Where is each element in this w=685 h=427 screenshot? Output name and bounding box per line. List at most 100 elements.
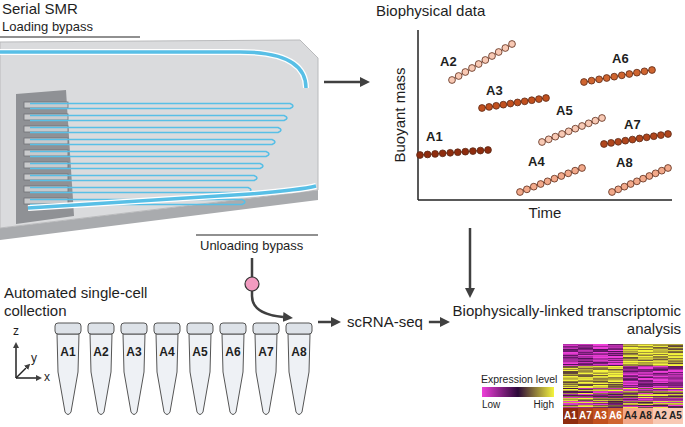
heatmap-cell bbox=[563, 384, 578, 385]
panel-title: Biophysical data bbox=[376, 2, 685, 20]
heatmap-cell bbox=[638, 384, 653, 385]
heatmap-cell bbox=[623, 401, 638, 402]
heatmap-cell bbox=[638, 399, 653, 400]
trace-label: A5 bbox=[556, 104, 573, 119]
heatmap-cell bbox=[608, 402, 623, 403]
heatmap-cell bbox=[608, 357, 623, 358]
mass-point bbox=[665, 165, 672, 172]
heatmap-cell bbox=[563, 385, 578, 386]
heatmap-cell bbox=[593, 407, 608, 408]
heatmap-cell bbox=[593, 361, 608, 362]
mass-point bbox=[486, 103, 493, 110]
heatmap-cell bbox=[593, 390, 608, 391]
heatmap-cell bbox=[653, 399, 668, 400]
heatmap-cell bbox=[623, 386, 638, 387]
mass-point bbox=[640, 175, 647, 182]
mass-point bbox=[633, 69, 640, 76]
sample-color-cell bbox=[593, 408, 608, 424]
heatmap-cell bbox=[563, 382, 578, 383]
heatmap-cell bbox=[668, 397, 683, 398]
resonator-channel bbox=[30, 116, 287, 121]
heatmap-cell bbox=[623, 387, 638, 388]
heatmap-cell bbox=[653, 372, 668, 373]
heatmap-cell bbox=[638, 386, 653, 387]
heatmap-cell bbox=[593, 345, 608, 346]
heatmap-cell bbox=[623, 344, 638, 345]
mass-point bbox=[521, 98, 528, 105]
heatmap-cell bbox=[638, 382, 653, 383]
heatmap-cell bbox=[653, 350, 668, 351]
heatmap-cell bbox=[578, 395, 593, 396]
heatmap-cell bbox=[578, 366, 593, 367]
heatmap-cell bbox=[638, 407, 653, 408]
heatmap-cell bbox=[593, 356, 608, 357]
axis-label: x bbox=[44, 371, 50, 385]
flow-arrow bbox=[324, 81, 360, 84]
heatmap-cell bbox=[653, 345, 668, 346]
mass-point bbox=[579, 123, 586, 130]
mass-point bbox=[581, 79, 588, 86]
mass-point bbox=[579, 165, 586, 172]
heatmap-cell bbox=[623, 397, 638, 398]
heatmap-cell bbox=[638, 370, 653, 371]
heatmap-cell bbox=[593, 348, 608, 349]
heatmap-cell bbox=[578, 354, 593, 355]
heatmap-cell bbox=[578, 349, 593, 350]
heatmap-cell bbox=[638, 362, 653, 363]
heatmap-cell bbox=[653, 396, 668, 397]
heatmap-cell bbox=[653, 384, 668, 385]
collection-tube bbox=[55, 323, 81, 415]
heatmap-cell bbox=[608, 385, 623, 386]
heatmap-cell bbox=[608, 350, 623, 351]
tube-body bbox=[90, 334, 112, 415]
heatmap-cell bbox=[653, 355, 668, 356]
heatmap-cell bbox=[623, 404, 638, 405]
heatmap-cell bbox=[578, 387, 593, 388]
heatmap-cell bbox=[623, 389, 638, 390]
heatmap-cell bbox=[593, 379, 608, 380]
step-label: scRNA-seq bbox=[347, 313, 423, 331]
heatmap-cell bbox=[623, 406, 638, 407]
heatmap-cell bbox=[593, 400, 608, 401]
heatmap-cell bbox=[578, 405, 593, 406]
heatmap-cell bbox=[563, 345, 578, 346]
mass-point bbox=[544, 178, 551, 185]
mass-point bbox=[462, 148, 469, 155]
heatmap-cell bbox=[653, 374, 668, 375]
heatmap-cell bbox=[638, 369, 653, 370]
heatmap-cell bbox=[653, 368, 668, 369]
heatmap-cell bbox=[623, 362, 638, 363]
heatmap-cell bbox=[668, 368, 683, 369]
heatmap-cell bbox=[623, 367, 638, 368]
heatmap-cell bbox=[608, 379, 623, 380]
heatmap-cell bbox=[578, 361, 593, 362]
resonator-channel bbox=[30, 104, 293, 109]
heatmap-cell bbox=[638, 364, 653, 365]
heatmap-cell bbox=[608, 392, 623, 393]
mass-trace bbox=[609, 165, 672, 196]
heatmap-cell bbox=[638, 371, 653, 372]
heatmap-cell bbox=[638, 347, 653, 348]
heatmap-cell bbox=[593, 374, 608, 375]
heatmap-cell bbox=[593, 368, 608, 369]
heatmap-cell bbox=[668, 379, 683, 380]
heatmap-cell bbox=[608, 352, 623, 353]
heatmap-cell bbox=[623, 371, 638, 372]
heatmap-cell bbox=[578, 385, 593, 386]
legend-title: Expression level bbox=[481, 373, 557, 385]
heatmap-cell bbox=[638, 377, 653, 378]
heatmap-cell bbox=[593, 386, 608, 387]
part-label: Loading bypass bbox=[2, 20, 93, 35]
sample-color-cell bbox=[638, 408, 653, 424]
mass-point bbox=[626, 71, 633, 78]
heatmap-cell bbox=[638, 367, 653, 368]
process-step: scRNA-seq bbox=[343, 312, 427, 332]
heatmap-cell bbox=[653, 376, 668, 377]
heatmap-cell bbox=[653, 380, 668, 381]
heatmap-cell bbox=[578, 380, 593, 381]
axis-title: Buoyant mass bbox=[391, 67, 408, 162]
trace-label: A8 bbox=[616, 156, 633, 171]
heatmap-cell bbox=[668, 383, 683, 384]
heatmap-cell bbox=[653, 358, 668, 359]
